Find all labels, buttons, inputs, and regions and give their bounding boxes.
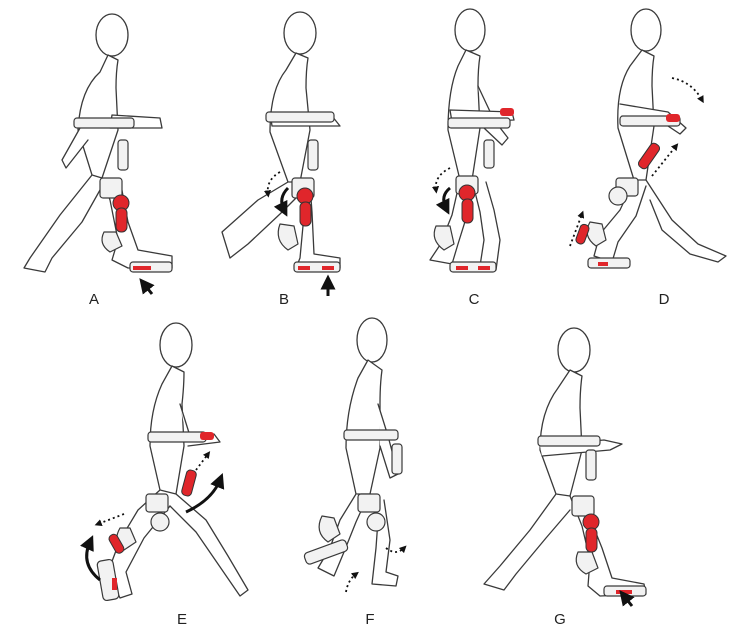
panel-g: G [483, 327, 647, 628]
actuator-b [296, 187, 334, 270]
figure-d [586, 8, 727, 269]
actuator-g [582, 513, 632, 594]
panel-a: A [23, 13, 173, 308]
panel-f: F [303, 317, 407, 628]
figure-c [429, 8, 515, 273]
actuator-a [112, 194, 151, 270]
figure-b [221, 11, 341, 273]
dotted-arrow-d-shank [569, 210, 585, 247]
rotation-arrow-e-hip [185, 473, 225, 514]
panel-label-d: D [659, 291, 670, 308]
figure-e [96, 322, 249, 602]
dotted-arrow-f-knee [385, 545, 407, 554]
panel-label-e: E [177, 611, 187, 628]
panel-label-f: F [365, 611, 374, 628]
panel-label-b: B [279, 291, 289, 308]
rotation-arrow-e-ankle [80, 535, 101, 582]
ground-force-arrow-g [619, 590, 635, 607]
panel-e: E [80, 322, 249, 628]
panel-c: C [429, 8, 515, 308]
actuator-d [575, 114, 680, 266]
actuator-c [456, 108, 514, 270]
figure-g [483, 327, 647, 597]
dotted-arrow-e-thigh [195, 451, 211, 471]
actuator-e [108, 432, 214, 590]
dotted-arrow-e-shank [94, 513, 125, 527]
panel-b: B [221, 11, 341, 308]
dotted-arrow-d-thigh [651, 143, 679, 177]
rotation-arrow-b [273, 186, 290, 217]
figure-a [23, 13, 173, 273]
dotted-arrow-d-top [671, 77, 704, 104]
panel-label-a: A [89, 291, 99, 308]
figure-f [303, 317, 403, 587]
panel-d: D [569, 8, 727, 308]
panel-label-g: G [554, 611, 566, 628]
ground-force-arrow-a [139, 278, 155, 295]
dotted-arrow-f-foot [345, 571, 359, 593]
rotation-arrow-c [435, 186, 451, 215]
panel-label-c: C [469, 291, 480, 308]
dotted-arrow-c [431, 167, 451, 194]
